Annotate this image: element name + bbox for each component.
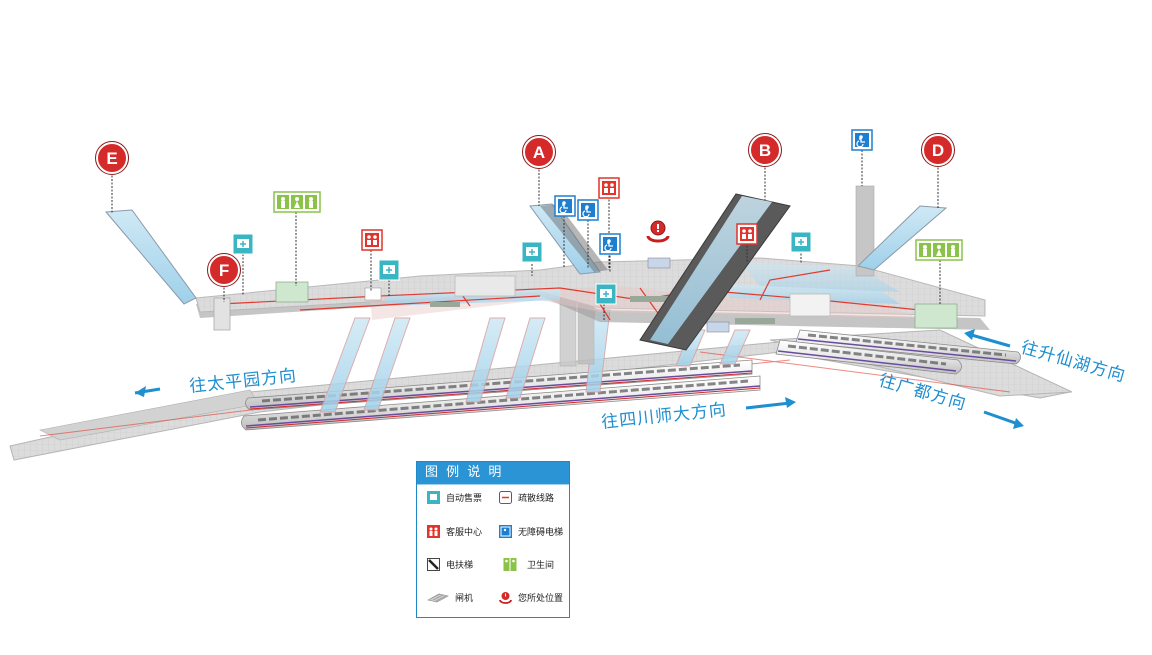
you-are-here-icon bbox=[646, 220, 670, 243]
legend-label: 自动售票 bbox=[446, 494, 483, 504]
accessible-elevator-icon bbox=[599, 233, 621, 255]
legend-item-service-center: 客服中心 bbox=[427, 525, 482, 538]
legend-item-restroom: 卫生间 bbox=[499, 558, 554, 571]
exit-b-marker-icon[interactable]: B bbox=[748, 133, 782, 167]
exit-f-passage bbox=[213, 297, 231, 331]
service-center-icon bbox=[598, 177, 620, 199]
restroom-icon bbox=[273, 191, 321, 213]
exit-a-label: A bbox=[533, 143, 545, 162]
legend-item-you-are-here: 您所处位置 bbox=[499, 591, 563, 604]
ticket-machine-icon bbox=[595, 283, 617, 305]
sign-leaders bbox=[111, 150, 941, 320]
legend-label: 疏散线路 bbox=[518, 494, 555, 504]
service-center-icon bbox=[361, 229, 383, 251]
legend-label: 客服中心 bbox=[446, 528, 483, 538]
ticket-machine-icon bbox=[232, 233, 254, 255]
fare-gates bbox=[430, 296, 775, 324]
restroom-icon bbox=[503, 558, 517, 571]
evacuation-route-icon bbox=[499, 491, 512, 504]
accessible-elevator-icon bbox=[499, 525, 512, 538]
legend-label: 无障碍电梯 bbox=[518, 528, 564, 538]
legend-label: 您所处位置 bbox=[518, 594, 564, 604]
exit-passages bbox=[104, 193, 948, 351]
you-are-here-icon bbox=[499, 592, 512, 604]
ticket-machine-icon bbox=[378, 259, 400, 281]
train-right-lower bbox=[775, 339, 962, 375]
legend-item-gate: 闸机 bbox=[427, 591, 473, 604]
exit-f-marker-icon[interactable]: F bbox=[207, 253, 241, 287]
exit-d-marker-icon[interactable]: D bbox=[921, 133, 955, 167]
restroom-icon bbox=[915, 239, 963, 261]
legend-item-accessible-elevator: 无障碍电梯 bbox=[499, 525, 563, 538]
direction-sichuan-normal-label: 往四川师大方向 bbox=[600, 400, 727, 433]
legend-item-ticket-machine: 自动售票 bbox=[427, 491, 482, 504]
accessible-elevator-icon bbox=[577, 199, 599, 221]
exit-e-marker-icon[interactable]: E bbox=[95, 141, 129, 175]
direction-sichuan-normal: 往四川师大方向 bbox=[600, 397, 796, 433]
train-right-upper bbox=[795, 329, 1021, 365]
concourse-level bbox=[195, 185, 990, 333]
ticket-machine-icon bbox=[521, 241, 543, 263]
exit-d-passage bbox=[857, 205, 948, 271]
legend-label: 闸机 bbox=[455, 594, 474, 604]
gate-icon bbox=[427, 593, 449, 603]
legend-item-escalator: 电扶梯 bbox=[427, 558, 473, 571]
ticket-machine-icon bbox=[427, 491, 440, 504]
accessible-elevator-icon bbox=[554, 195, 576, 217]
legend-title: 图 例 说 明 Example bbox=[417, 462, 569, 502]
ticket-machine-icon bbox=[790, 231, 812, 253]
service-center-icon bbox=[736, 223, 758, 245]
legend-label: 电扶梯 bbox=[446, 561, 474, 571]
exit-e-passage bbox=[104, 209, 197, 305]
exit-e-label: E bbox=[106, 149, 117, 168]
accessible-elevator-icon bbox=[851, 129, 873, 151]
legend-item-evacuation-route: 疏散线路 bbox=[499, 491, 554, 504]
legend-panel: 图 例 说 明 Example 自动售票 疏散线路 客服中心 无障碍电梯 bbox=[416, 461, 570, 618]
legend-grid: 自动售票 疏散线路 客服中心 无障碍电梯 电扶梯 bbox=[417, 485, 569, 619]
legend-label: 卫生间 bbox=[527, 561, 555, 571]
exit-b-label: B bbox=[759, 141, 771, 160]
exit-a-marker-icon[interactable]: A bbox=[522, 135, 556, 169]
exit-d-label: D bbox=[932, 141, 944, 160]
exit-f-label: F bbox=[219, 261, 229, 280]
escalator-icon bbox=[427, 558, 440, 571]
service-center-icon bbox=[427, 525, 440, 538]
train-left-lower bbox=[241, 375, 761, 431]
